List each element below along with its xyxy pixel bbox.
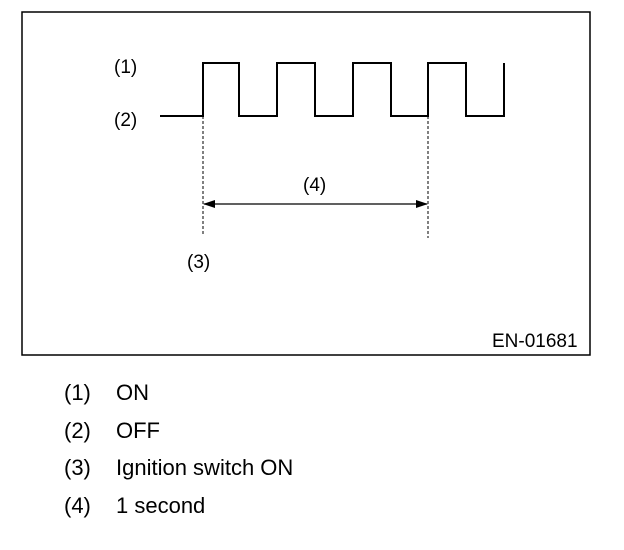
legend-key: (1) [64, 380, 91, 405]
legend-key: (4) [64, 492, 91, 518]
legend-key: (3) [64, 455, 91, 480]
figure-code: EN-01681 [492, 331, 578, 352]
legend-item-off: (2) OFF [64, 418, 293, 456]
legend-text: 1 second [116, 492, 206, 518]
legend-item-interval: (4) 1 second [64, 493, 293, 531]
legend-text: Ignition switch ON [116, 455, 294, 480]
legend-item-on: (1) ON [64, 380, 293, 418]
legend: (1) ON (2) OFF (3) Ignition switch ON (4… [64, 380, 293, 530]
interval-label: (4) [303, 175, 326, 196]
diagram-frame [21, 11, 591, 356]
off-level-label: (2) [114, 110, 137, 131]
start-label: (3) [187, 252, 210, 273]
square-wave-signal [160, 62, 505, 117]
legend-text: ON [116, 380, 149, 405]
timing-diagram: (1) (2) (4) (3) EN-01681 [21, 11, 591, 356]
on-level-label: (1) [114, 57, 137, 78]
legend-text: OFF [116, 417, 160, 443]
legend-item-ignition: (3) Ignition switch ON [64, 455, 293, 493]
legend-key: (2) [64, 417, 91, 443]
